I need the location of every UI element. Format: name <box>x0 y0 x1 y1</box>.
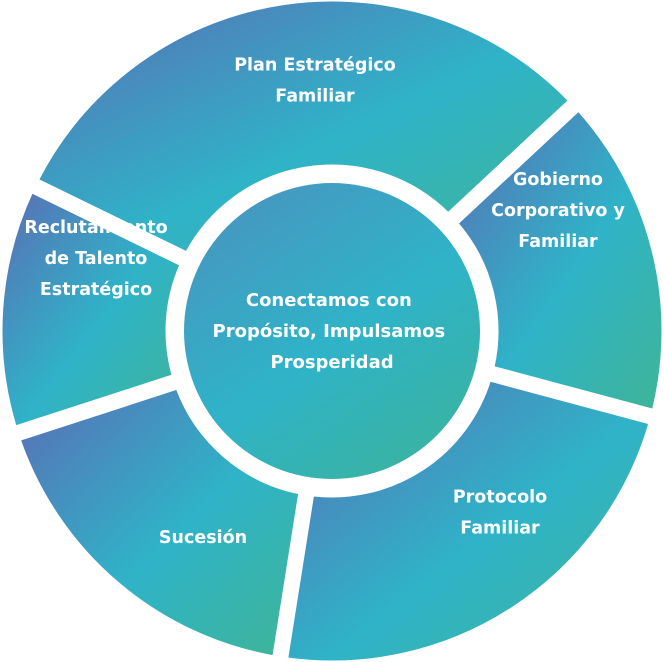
segment-label-line: de Talento <box>45 249 148 269</box>
segment-label-line: Estratégico <box>40 280 152 300</box>
segment-label-line: Reclutamiento <box>24 218 167 238</box>
segment-label-line: Corporativo y <box>491 201 625 221</box>
segment-label-line: Familiar <box>275 87 355 107</box>
segment-label-line: Protocolo <box>453 488 547 508</box>
segment-label-line: Gobierno <box>513 170 603 190</box>
segment-label-line: Familiar <box>460 519 540 539</box>
segment-gobierno <box>455 108 664 412</box>
center-circle <box>184 183 480 479</box>
segment-label-sucesion: Sucesión <box>159 528 247 548</box>
segment-reclutamiento <box>0 190 183 429</box>
center-label: Conectamos con Propósito, Impulsamos Pro… <box>213 290 452 373</box>
segment-label-line: Sucesión <box>159 528 247 548</box>
segment-label-line: Plan Estratégico <box>234 56 396 76</box>
center-label-line: Prosperidad <box>270 352 393 373</box>
center-label-line: Propósito, Impulsamos <box>213 321 446 342</box>
segment-sucesion <box>17 386 302 659</box>
segment-label-line: Familiar <box>518 232 598 252</box>
segment-plan <box>35 0 572 255</box>
center-label-line: Conectamos con <box>246 290 412 311</box>
